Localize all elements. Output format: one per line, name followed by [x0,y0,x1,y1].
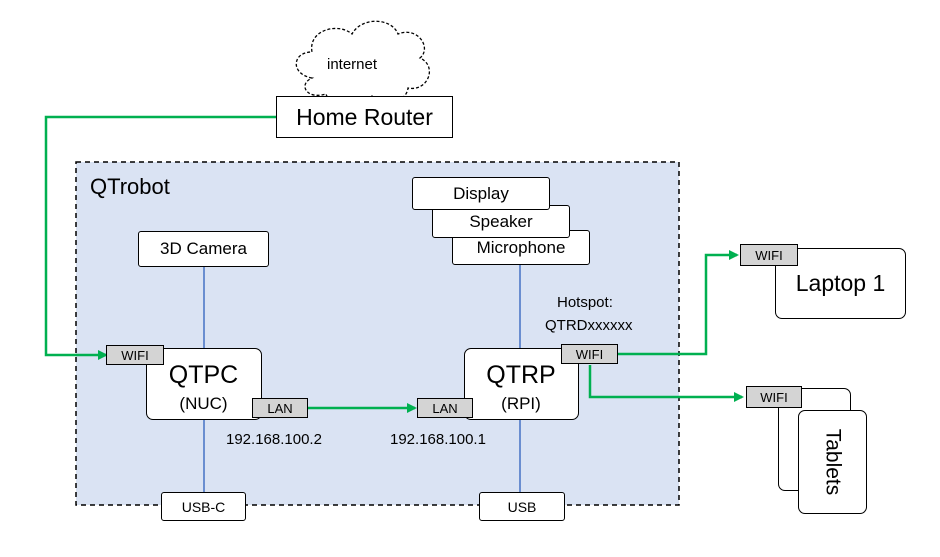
qtrp-sub: (RPI) [501,394,541,413]
home-router-label: Home Router [296,103,433,130]
qtrp-wifi-to-laptop-link [618,250,739,356]
speaker-box: Speaker [432,205,570,238]
usb-port-box: USB [479,492,565,521]
qtpc-wifi-port: WIFI [106,345,164,365]
qtpc-sub: (NUC) [179,394,228,413]
qtrobot-label: QTrobot [90,174,170,199]
hotspot-label: Hotspot: [557,294,613,311]
microphone-label: Microphone [476,238,566,257]
router-to-qtpc-wifi-link [44,115,276,360]
qtpc-lan-port: LAN [252,398,308,418]
usb-label: USB [507,498,537,515]
tablet-front-box: Tablets [798,410,867,514]
qtpc-ip-label: 192.168.100.2 [226,431,322,448]
qtpc-box: QTPC (NUC) [146,348,262,420]
hotspot-ssid-label: QTRDxxxxxx [545,317,633,334]
laptop-wifi-port: WIFI [740,244,798,266]
home-router-box: Home Router [276,96,453,138]
qtrobot-region [75,161,680,506]
usbc-port-box: USB-C [161,492,246,521]
display-label: Display [453,183,509,203]
qtrp-name: QTRP [486,361,556,389]
speaker-label: Speaker [469,211,533,231]
internet-label: internet [327,56,378,73]
qtrp-box: QTRP (RPI) [464,348,579,420]
tablets-wifi-port: WIFI [746,386,802,408]
tablets-label: Tablets [821,428,844,496]
display-box: Display [412,177,550,210]
qtrp-lan-port: LAN [417,398,473,418]
qtrp-wifi-to-tablets-link [588,365,744,402]
camera-box: 3D Camera [138,231,269,267]
usbc-label: USB-C [181,498,226,515]
camera-label: 3D Camera [160,239,247,258]
qtpc-name: QTPC [168,361,239,389]
qtrp-ip-label: 192.168.100.1 [390,431,486,448]
laptop-label: Laptop 1 [795,270,886,296]
qtrp-wifi-port: WIFI [561,344,618,364]
